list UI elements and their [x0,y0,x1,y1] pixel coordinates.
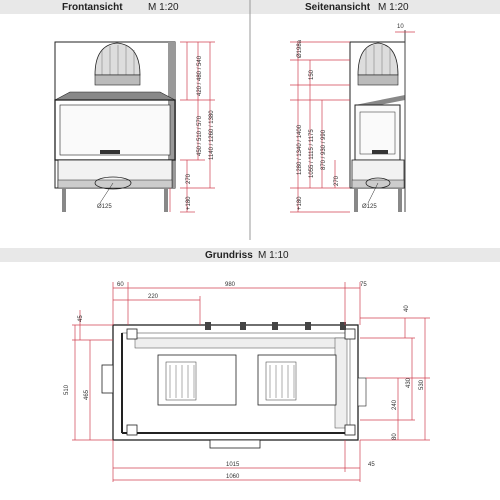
front-view-drawing [54,41,176,212]
side-dim-1: 10 [397,24,404,30]
plan-dim-bottom-b: 45 [368,462,375,468]
side-view-dimensions: 10 Ø198a 150 1280 / 1340 / 1400 1055 / 1… [290,24,415,213]
plan-dim-top-right: 75 [360,282,367,288]
plan-header-bar [0,248,500,262]
front-view-dimensions: 420 / 480 / 540 450 / 510 / 570 1140 / 1… [97,41,215,213]
side-dim-3: 150 [309,69,315,80]
plan-dim-right-c: 530 [419,379,425,390]
front-dim-6: Ø125 [97,204,112,210]
plan-dim-bottom-a: 1015 [226,462,240,468]
side-view-drawing [349,30,406,212]
plan-dim-bottom-c: 1060 [226,474,240,480]
plan-dim-left-b: 510 [64,384,70,395]
plan-dim-right-b: 430 [406,377,412,388]
front-dim-1: 420 / 480 / 540 [197,55,203,96]
plan-view-dimensions: 60 220 980 75 45 510 465 40 430 530 240 … [64,282,430,482]
plan-dim-top-main: 980 [225,282,236,288]
side-dim-5: 1055 / 1115 / 1175 [309,129,315,178]
front-view-scale: M 1:20 [148,2,179,13]
plan-dim-right-d: 240 [392,399,398,410]
side-view-scale: M 1:20 [378,2,409,13]
side-dim-6: 870 / 930 / 990 [321,129,327,170]
side-dim-2: Ø198a [297,39,303,58]
plan-dim-left-a: 45 [78,315,84,322]
front-dim-3: 1140 / 1260 / 1380 [209,110,215,160]
front-dim-4: 270 [186,173,192,184]
plan-view-scale: M 1:10 [258,250,289,261]
side-view-title: Seitenansicht [305,2,371,13]
plan-dim-top-inner: 220 [148,294,159,300]
plan-dim-right-e: 80 [392,433,398,440]
plan-dim-left-c: 465 [84,389,90,400]
front-view-title: Frontansicht [62,2,123,13]
side-dim-8: +180 [297,196,303,210]
side-dim-4: 1280 / 1340 / 1400 [297,124,303,175]
side-dim-9: Ø125 [362,204,377,210]
plan-dim-top-left: 60 [117,282,124,288]
front-dim-5: +180 [186,196,192,210]
plan-view-title: Grundriss [205,250,253,261]
plan-dim-right-a: 40 [404,305,410,312]
front-dim-2: 450 / 510 / 570 [197,115,203,156]
plan-view-drawing [101,322,367,449]
side-dim-7: 270 [334,175,340,186]
